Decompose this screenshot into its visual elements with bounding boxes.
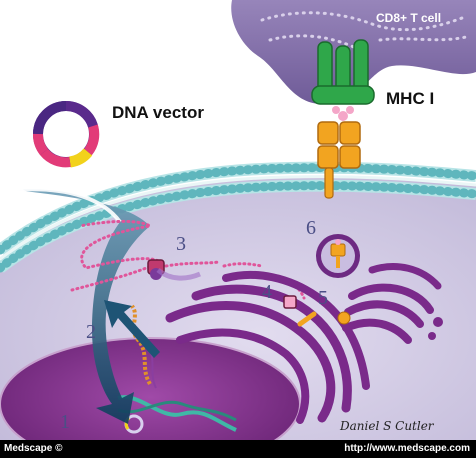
antigen-vesicle bbox=[316, 234, 360, 278]
dna-vector-label: DNA vector bbox=[112, 103, 204, 122]
vector-entry-arrow bbox=[14, 189, 150, 424]
footer-bar: Medscape © http://www.medscape.com bbox=[0, 440, 476, 458]
t-cell-label: CD8+ T cell bbox=[376, 11, 441, 25]
step-number-5: 5 bbox=[318, 287, 328, 309]
step-number-2: 2 bbox=[86, 321, 96, 343]
polysome-mrna bbox=[70, 219, 306, 300]
artist-signature: Daniel S Cutler bbox=[339, 419, 435, 433]
chromosomal-dna bbox=[117, 395, 237, 432]
cell-membrane bbox=[0, 161, 476, 273]
endoplasmic-reticulum bbox=[165, 270, 370, 424]
medscape-brand: Medscape © bbox=[4, 443, 63, 454]
step-number-3: 3 bbox=[176, 233, 186, 255]
medscape-url-link[interactable]: http://www.medscape.com bbox=[344, 443, 470, 454]
mhc-label: MHC I bbox=[386, 89, 434, 108]
dna-vector-plasmid bbox=[33, 100, 100, 168]
mhc-class-i-complex bbox=[311, 39, 375, 199]
mrna-export-arrow bbox=[104, 300, 160, 358]
step-number-6: 6 bbox=[306, 217, 316, 239]
cell-illustration: Daniel S Cutler DNA vector CD8+ T cell M… bbox=[0, 0, 476, 440]
step-number-1: 1 bbox=[60, 411, 70, 433]
t-cell-receptor-dots bbox=[260, 11, 464, 32]
step-number-4: 4 bbox=[262, 281, 272, 303]
golgi-apparatus bbox=[337, 263, 443, 344]
